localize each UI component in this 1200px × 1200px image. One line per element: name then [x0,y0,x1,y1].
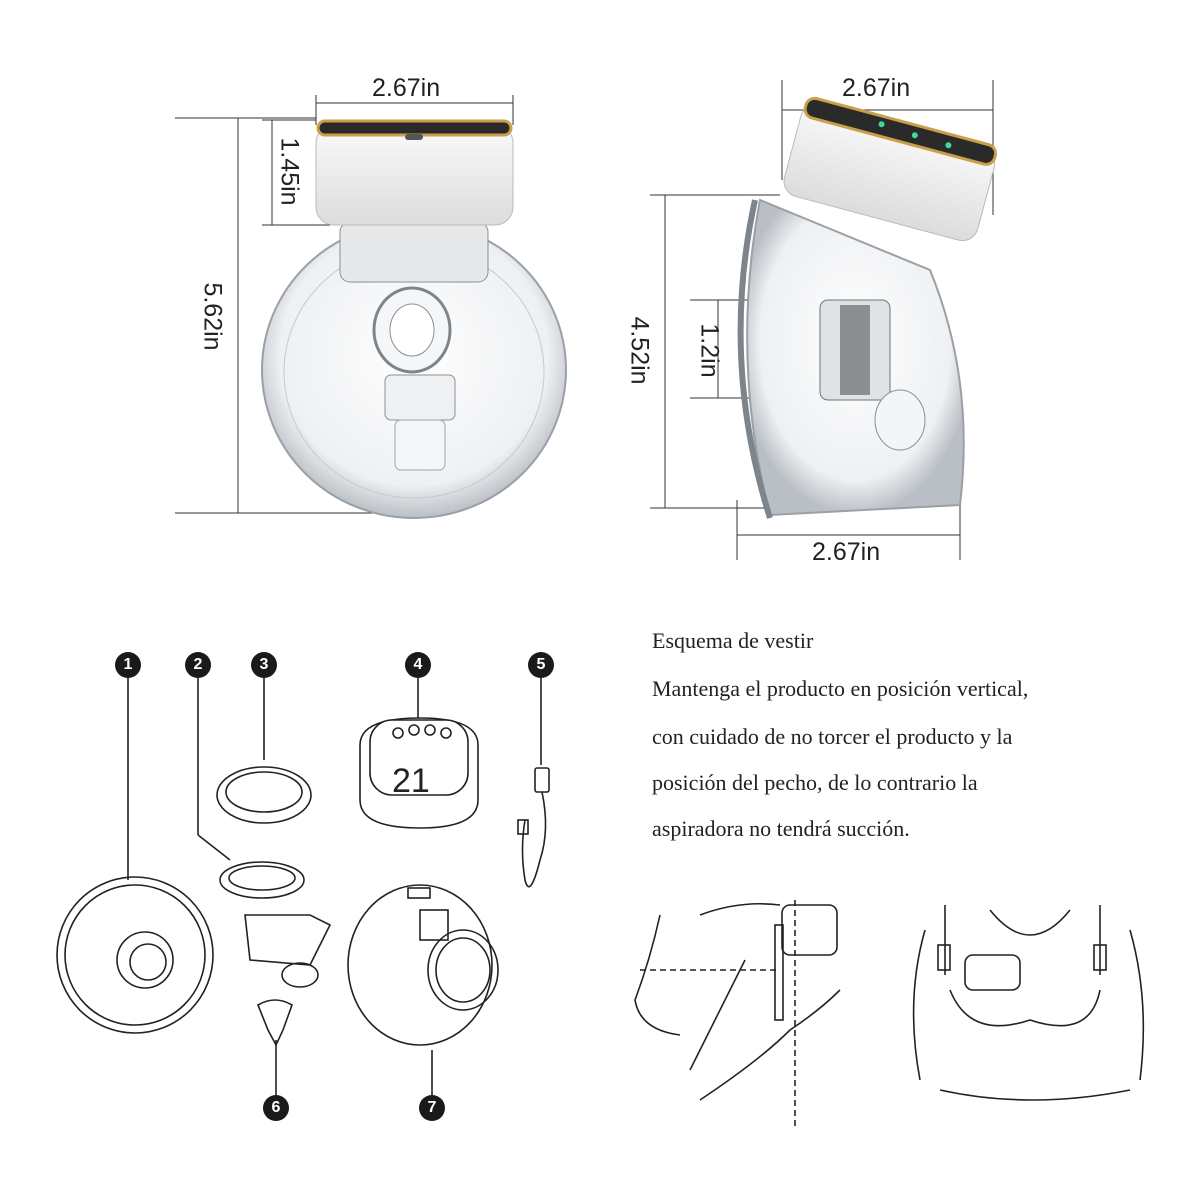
instructions-line: posición del pecho, de lo contrario la [652,770,978,795]
side-height-label: 4.52in [625,316,654,385]
part-badge-3: 3 [251,652,277,678]
front-total-height-label: 5.62in [198,282,227,351]
instructions-line: aspiradora no tendrá succión. [652,816,910,841]
front-view [175,95,567,519]
front-cap-height-label: 1.45in [275,137,304,206]
part-badge-4: 4 [405,652,431,678]
wearing-illustration-front [912,905,1145,1101]
part-badge-1: 1 [115,652,141,678]
part-badge-6: 6 [263,1095,289,1121]
wearing-illustration-side [634,900,841,1130]
part-badge-2: 2 [185,652,211,678]
side-inner-label: 1.2in [695,323,724,378]
front-width-label: 2.67in [372,74,441,102]
instructions-line: con cuidado de no torcer el producto y l… [652,724,1013,749]
instructions-title: Esquema de vestir [652,628,814,653]
part-badge-5: 5 [528,652,554,678]
part-badge-7: 7 [419,1095,445,1121]
exploded-parts: 21 [56,678,550,1095]
instructions-line: Mantenga el producto en posición vertica… [652,676,1029,701]
side-view [650,80,998,560]
side-top-width-label: 2.67in [842,74,911,102]
display-digits: 21 [392,762,430,800]
side-bottom-width-label: 2.67in [812,538,881,566]
